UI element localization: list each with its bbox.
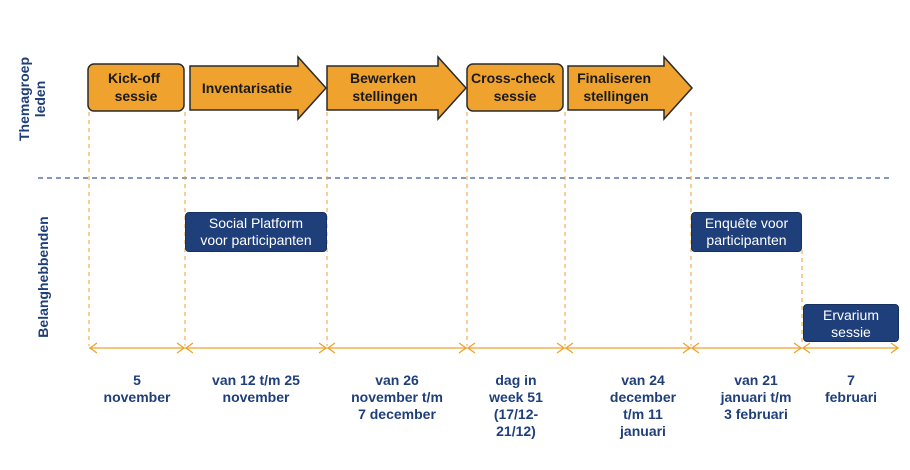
step-bewerken-arrow — [326, 55, 468, 121]
arrowhead — [318, 342, 328, 354]
arrowhead — [88, 342, 98, 354]
step-finaliseren-label: Finaliseren stellingen — [577, 70, 655, 104]
arrowhead — [890, 342, 900, 354]
step-kickoff-box — [87, 63, 185, 112]
lane-label-belanghebbenden: Belanghebbenden — [35, 216, 51, 338]
arrowhead — [690, 342, 700, 354]
arrowhead — [793, 342, 803, 354]
arrowhead — [184, 342, 194, 354]
arrowhead — [801, 342, 811, 354]
enquete-box: Enquête voor participanten — [691, 212, 802, 252]
period-guides — [88, 112, 803, 346]
step-crosscheck-label: Cross-check sessie — [471, 70, 559, 104]
arrowhead — [326, 342, 336, 354]
social-platform-box: Social Platform voor participanten — [185, 212, 327, 252]
lane-label-themagroep: Themagroep leden — [16, 57, 48, 142]
timeline-axis — [88, 342, 900, 354]
arrowhead — [458, 342, 468, 354]
arrowhead — [176, 342, 186, 354]
arrowhead — [556, 342, 566, 354]
arrowhead — [564, 342, 574, 354]
step-crosscheck-box — [466, 63, 564, 112]
step-inventarisatie-label: Inventarisatie — [202, 80, 292, 96]
step-finaliseren-arrow — [567, 55, 694, 121]
step-bewerken-label: Bewerken stellingen — [350, 70, 420, 104]
ervarium-box: Ervarium sessie — [803, 304, 899, 342]
step-inventarisatie-arrow — [189, 55, 328, 121]
arrowhead — [466, 342, 476, 354]
step-kickoff-label: Kick-off sessie — [108, 70, 164, 104]
arrowhead — [682, 342, 692, 354]
